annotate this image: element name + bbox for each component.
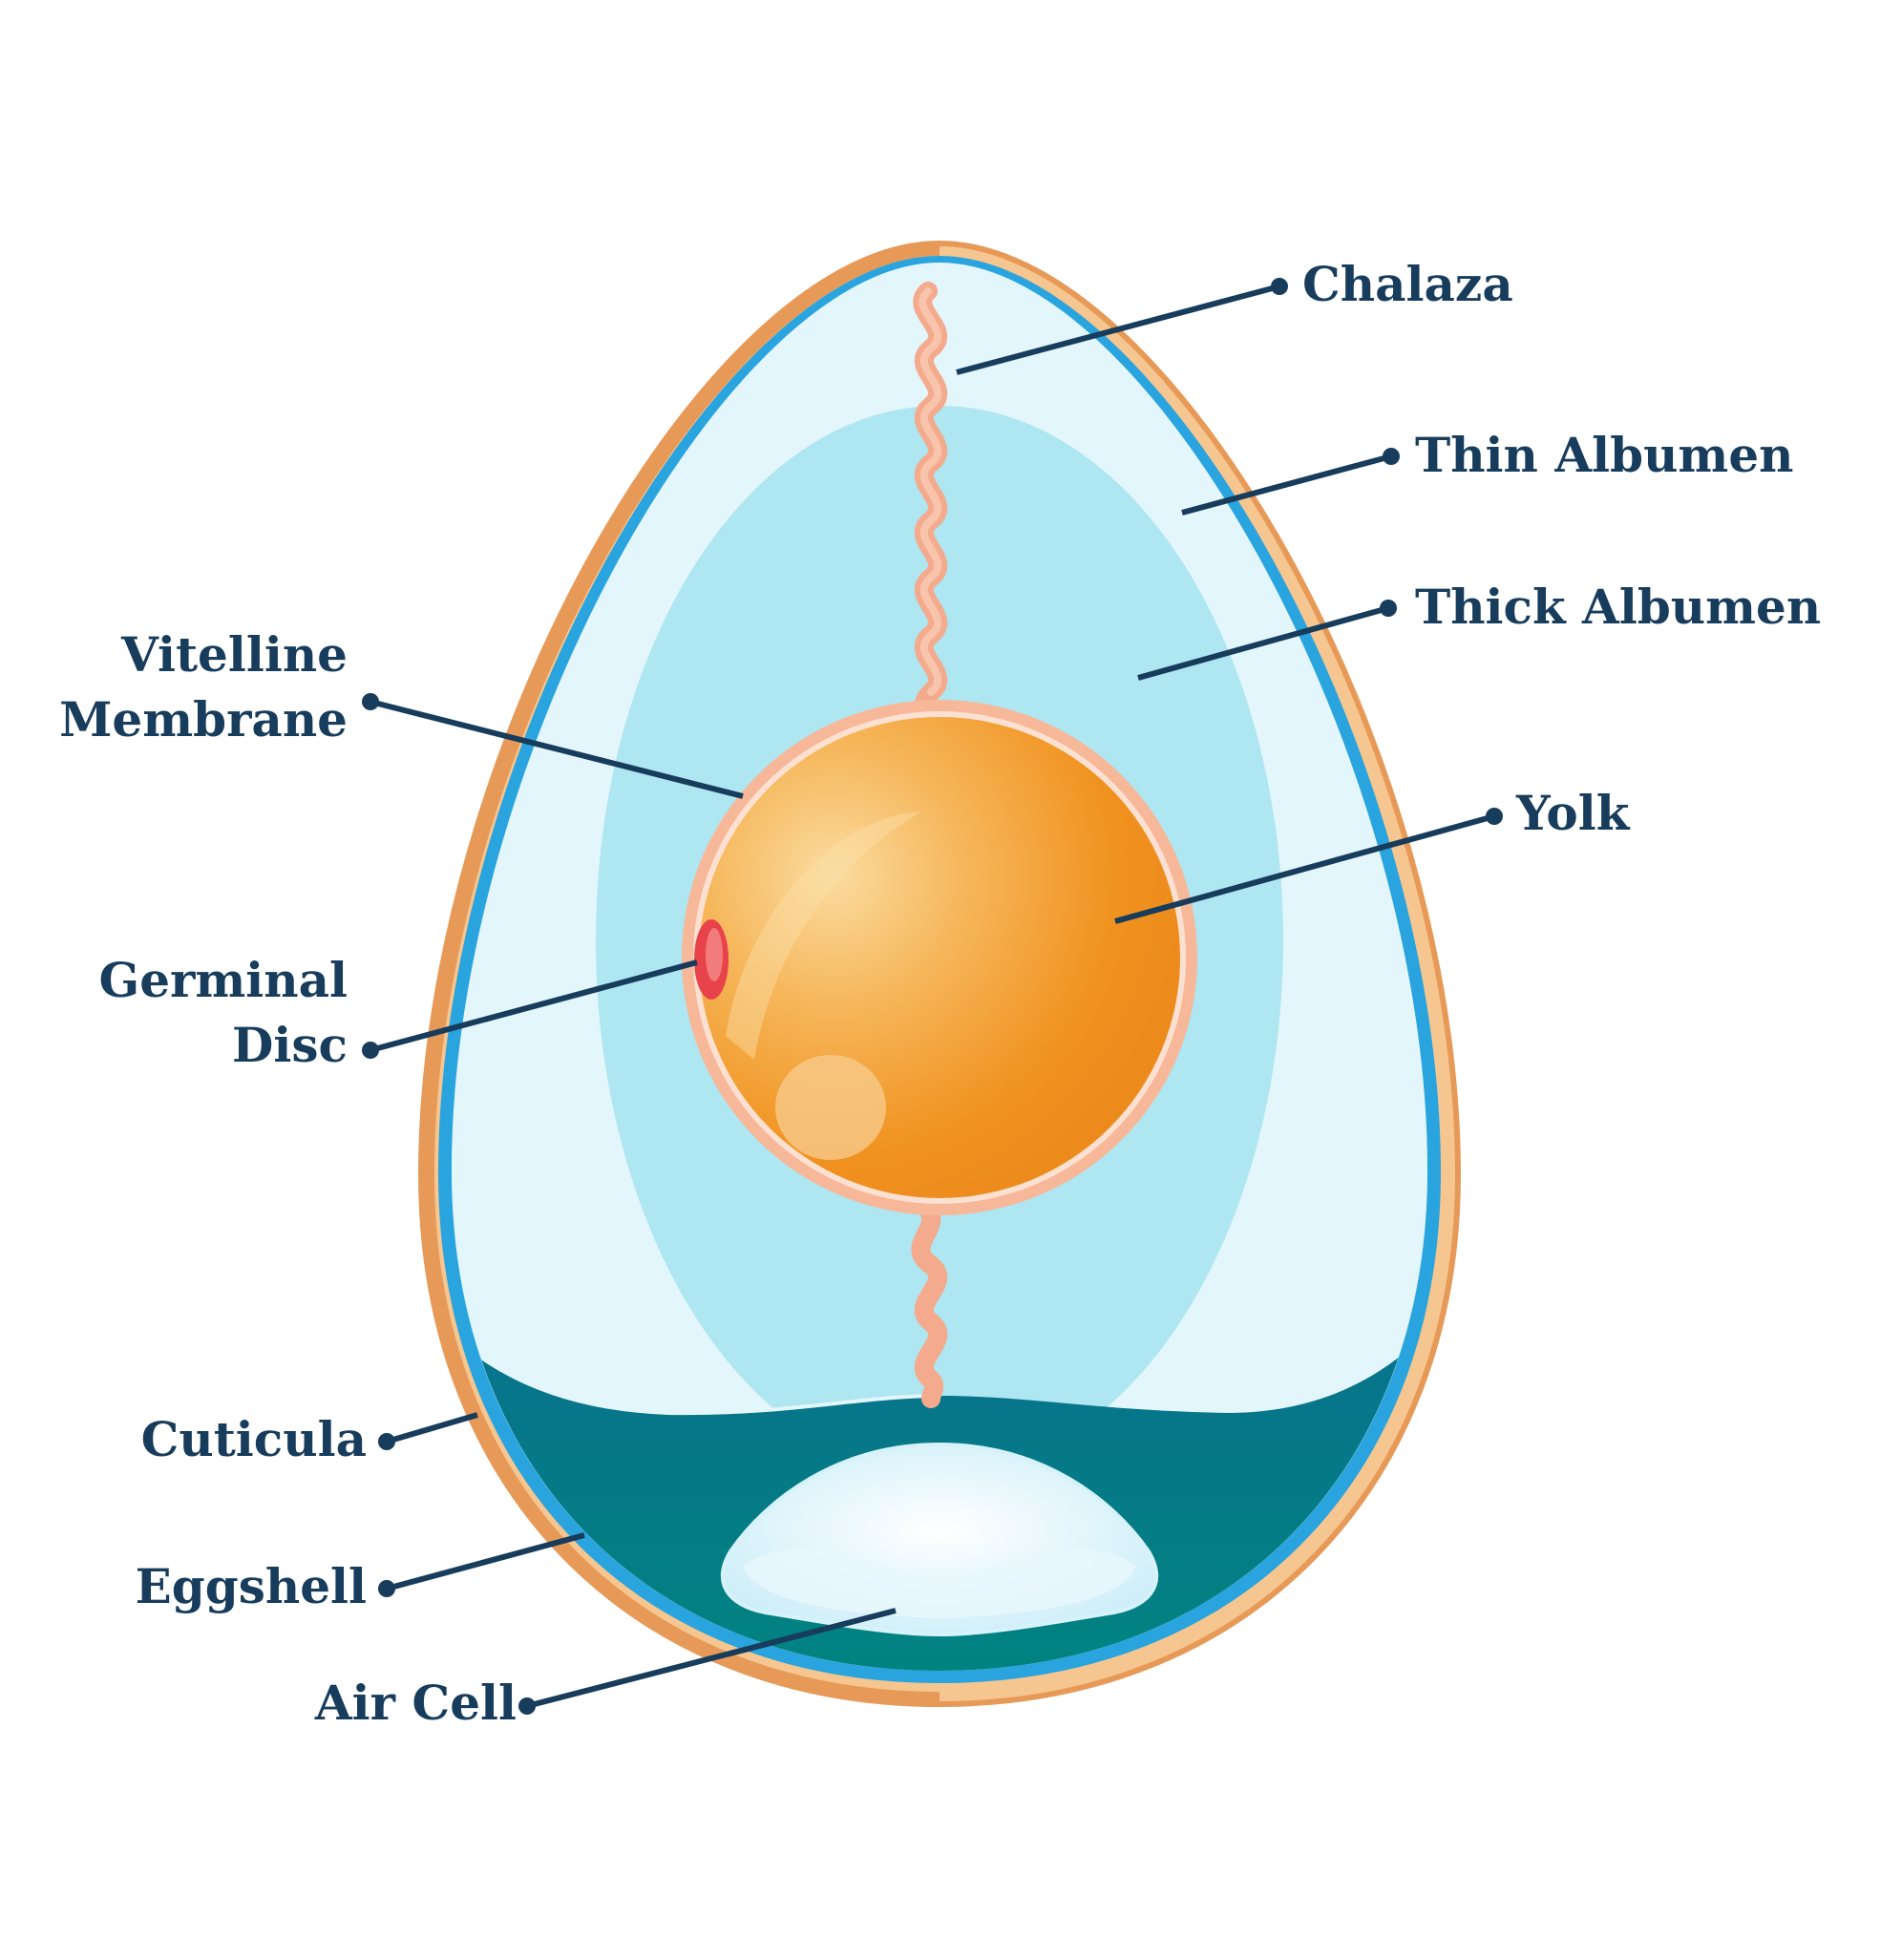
label-thin-albumen: Thin Albumen [1415, 423, 1793, 488]
leader-line-vitelline-membrane [370, 699, 744, 799]
leader-line-thick-albumen [1137, 605, 1389, 681]
label-chalaza-text: Chalaza [1302, 256, 1513, 312]
label-germinal-disc: Germinal Disc [99, 948, 349, 1078]
leader-line-air-cell [526, 1608, 897, 1709]
label-cuticula-text: Cuticula [140, 1411, 367, 1467]
label-cuticula: Cuticula [141, 1407, 367, 1472]
leader-line-eggshell [386, 1532, 585, 1591]
label-thin-albumen-text: Thin Albumen [1415, 427, 1794, 483]
label-vitelline-line-1: Vitelline [121, 626, 348, 683]
label-vitelline-line-2: Membrane [59, 691, 348, 748]
label-yolk-text: Yolk [1516, 785, 1630, 841]
leader-lines [362, 278, 1503, 1715]
label-eggshell-text: Eggshell [135, 1558, 367, 1614]
label-thick-albumen-text: Thick Albumen [1415, 579, 1822, 635]
leader-line-chalaza [956, 284, 1280, 375]
leader-line-germinal-disc [370, 959, 698, 1053]
label-yolk: Yolk [1516, 781, 1629, 846]
label-eggshell: Eggshell [136, 1554, 367, 1619]
label-air-cell-text: Air Cell [314, 1675, 517, 1731]
label-chalaza: Chalaza [1302, 252, 1513, 317]
label-vitelline-membrane: Vitelline Membrane [59, 622, 348, 752]
label-germinal-line-1: Germinal [98, 952, 349, 1008]
label-germinal-line-2: Disc [232, 1017, 348, 1073]
leader-line-yolk [1114, 813, 1495, 924]
chalaza-lower-shape [911, 1198, 948, 1408]
leader-line-cuticula [386, 1412, 478, 1444]
label-air-cell: Air Cell [315, 1671, 517, 1736]
leader-line-thin-albumen [1181, 453, 1392, 516]
label-thick-albumen: Thick Albumen [1415, 575, 1821, 640]
